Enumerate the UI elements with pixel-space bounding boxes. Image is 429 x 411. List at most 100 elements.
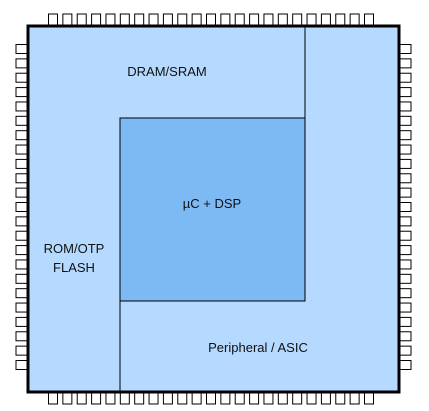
pin-bottom xyxy=(177,391,188,405)
pin-right xyxy=(398,273,412,284)
pin-bottom xyxy=(234,391,245,405)
pin-bottom xyxy=(119,391,130,405)
pin-rows xyxy=(15,13,412,405)
pin-left xyxy=(15,230,29,241)
pin-left xyxy=(15,144,29,155)
pin-bottom xyxy=(76,391,87,405)
rom-label-line2: FLASH xyxy=(53,260,95,275)
dram-label: DRAM/SRAM xyxy=(127,64,206,79)
pin-bottom xyxy=(105,391,116,405)
pin-left xyxy=(15,173,29,184)
pin-left xyxy=(15,58,29,69)
pin-right xyxy=(398,144,412,155)
pin-left xyxy=(15,316,29,327)
pin-right xyxy=(398,360,412,370)
pin-top xyxy=(48,13,58,27)
pin-right xyxy=(398,331,412,342)
pin-left xyxy=(15,216,29,227)
pin-left xyxy=(15,72,29,83)
pin-bottom xyxy=(364,391,374,405)
pin-bottom xyxy=(91,391,102,405)
pin-top xyxy=(220,13,231,27)
pin-right xyxy=(398,130,412,141)
pin-top xyxy=(206,13,216,27)
pin-right xyxy=(398,259,412,270)
pin-left xyxy=(15,101,29,112)
pin-bottom xyxy=(320,391,331,405)
pin-top xyxy=(119,13,130,27)
pin-right xyxy=(398,158,412,169)
pin-bottom xyxy=(292,391,303,405)
pin-right xyxy=(398,302,412,313)
pin-left xyxy=(15,115,29,126)
pin-left xyxy=(15,288,29,299)
pin-top xyxy=(148,13,159,27)
pin-right xyxy=(398,173,412,184)
pin-top xyxy=(292,13,303,27)
pin-right xyxy=(398,230,412,241)
pin-bottom xyxy=(148,391,159,405)
pin-top xyxy=(234,13,245,27)
pin-right xyxy=(398,115,412,126)
core-block xyxy=(119,117,306,302)
pin-bottom xyxy=(335,391,346,405)
pin-left xyxy=(15,273,29,284)
pin-right xyxy=(398,72,412,83)
pin-top xyxy=(306,13,317,27)
pin-left xyxy=(15,360,29,370)
core-label: µC + DSP xyxy=(183,196,241,211)
pin-right xyxy=(398,187,412,198)
pin-top xyxy=(91,13,102,27)
pin-top xyxy=(62,13,73,27)
pin-top xyxy=(335,13,346,27)
pin-top xyxy=(320,13,331,27)
pin-top xyxy=(191,13,202,27)
pin-right xyxy=(398,316,412,327)
pin-top xyxy=(263,13,274,27)
pin-right xyxy=(398,44,412,54)
pin-bottom xyxy=(249,391,260,405)
pin-top xyxy=(134,13,145,27)
pin-bottom xyxy=(191,391,202,405)
pin-left xyxy=(15,302,29,313)
peripheral-label: Peripheral / ASIC xyxy=(208,340,308,355)
pin-left xyxy=(15,345,29,356)
pin-top xyxy=(364,13,374,27)
pin-bottom xyxy=(162,391,173,405)
pin-right xyxy=(398,245,412,256)
pin-left xyxy=(15,87,29,98)
pin-top xyxy=(349,13,360,27)
pin-top xyxy=(277,13,288,27)
pin-left xyxy=(15,259,29,270)
pin-top xyxy=(249,13,260,27)
pin-right xyxy=(398,288,412,299)
pin-right xyxy=(398,87,412,98)
pin-left xyxy=(15,44,29,54)
pin-left xyxy=(15,158,29,169)
pin-right xyxy=(398,202,412,212)
pin-bottom xyxy=(349,391,360,405)
pin-left xyxy=(15,202,29,212)
pin-bottom xyxy=(263,391,274,405)
pin-right xyxy=(398,101,412,112)
pin-left xyxy=(15,331,29,342)
pin-bottom xyxy=(220,391,231,405)
rom-label-line1: ROM/OTP xyxy=(44,241,105,256)
pin-bottom xyxy=(48,391,58,405)
pin-top xyxy=(177,13,188,27)
pin-left xyxy=(15,187,29,198)
pin-right xyxy=(398,58,412,69)
pin-top xyxy=(162,13,173,27)
pin-top xyxy=(105,13,116,27)
pin-bottom xyxy=(62,391,73,405)
pin-right xyxy=(398,345,412,356)
pin-bottom xyxy=(306,391,317,405)
pin-bottom xyxy=(277,391,288,405)
pin-bottom xyxy=(134,391,145,405)
pin-top xyxy=(76,13,87,27)
pin-bottom xyxy=(206,391,216,405)
pin-left xyxy=(15,245,29,256)
pin-left xyxy=(15,130,29,141)
pin-right xyxy=(398,216,412,227)
